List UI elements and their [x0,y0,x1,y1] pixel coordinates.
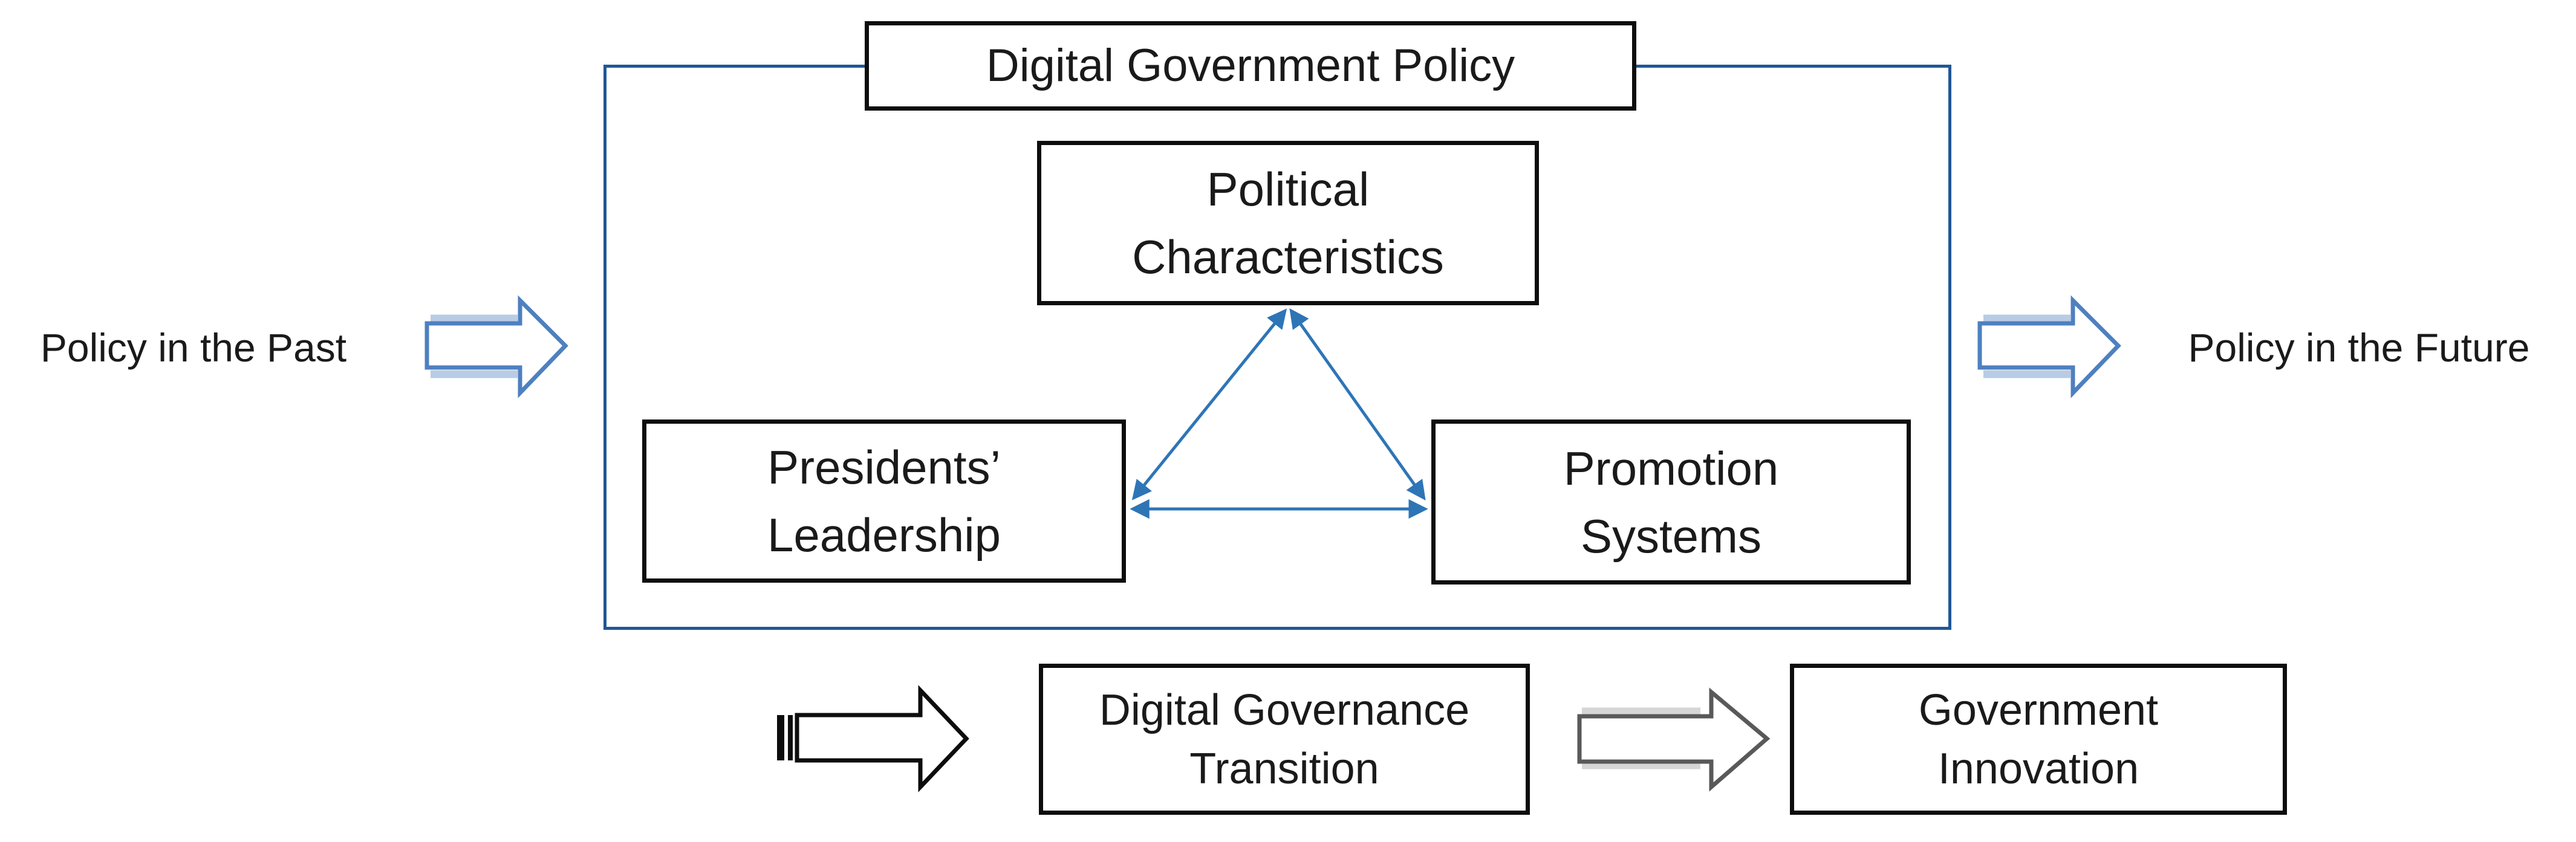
node-government-innovation: Government Innovation [1790,664,2287,815]
node-digital-governance-transition: Digital Governance Transition [1039,664,1530,815]
node-line: Innovation [1937,744,2139,793]
policy-past-arrow-outline [424,295,568,398]
node-line: Systems [1580,509,1762,563]
policy-past-arrow-icon [424,295,568,398]
label-policy-in-the-past: Policy in the Past [40,325,347,370]
title-text: Digital Government Policy [986,40,1515,91]
node-presidents-leadership: Presidents’ Leadership [642,419,1126,583]
node-line: Promotion [1563,441,1779,495]
title-box-digital-government-policy: Digital Government Policy [865,21,1636,111]
transition-arrow-stripe-2 [788,715,793,760]
transition-arrow-icon [777,685,969,792]
node-line: Government [1918,685,2159,734]
transition-arrow-outline [795,685,969,792]
policy-future-arrow-outline [1977,295,2121,398]
policy-future-arrow-shade [1983,314,2070,378]
innovation-arrow-icon [1577,687,1771,792]
node-line: Digital Governance [1099,685,1470,734]
node-promotion-systems: Promotion Systems [1431,419,1911,585]
node-line: Transition [1189,744,1379,793]
policy-past-arrow-shade [431,314,518,378]
transition-arrow-stripe-1 [777,715,784,760]
node-line: Presidents’ [767,441,1001,494]
label-policy-in-the-future: Policy in the Future [2188,325,2530,370]
policy-future-arrow-icon [1977,295,2121,398]
node-political-characteristics: Political Characteristics [1037,141,1539,305]
node-line: Political [1206,163,1370,216]
innovation-arrow-outline [1577,687,1771,792]
node-line: Leadership [767,508,1001,562]
innovation-arrow-shade [1582,707,1700,769]
node-line: Characteristics [1132,230,1444,283]
